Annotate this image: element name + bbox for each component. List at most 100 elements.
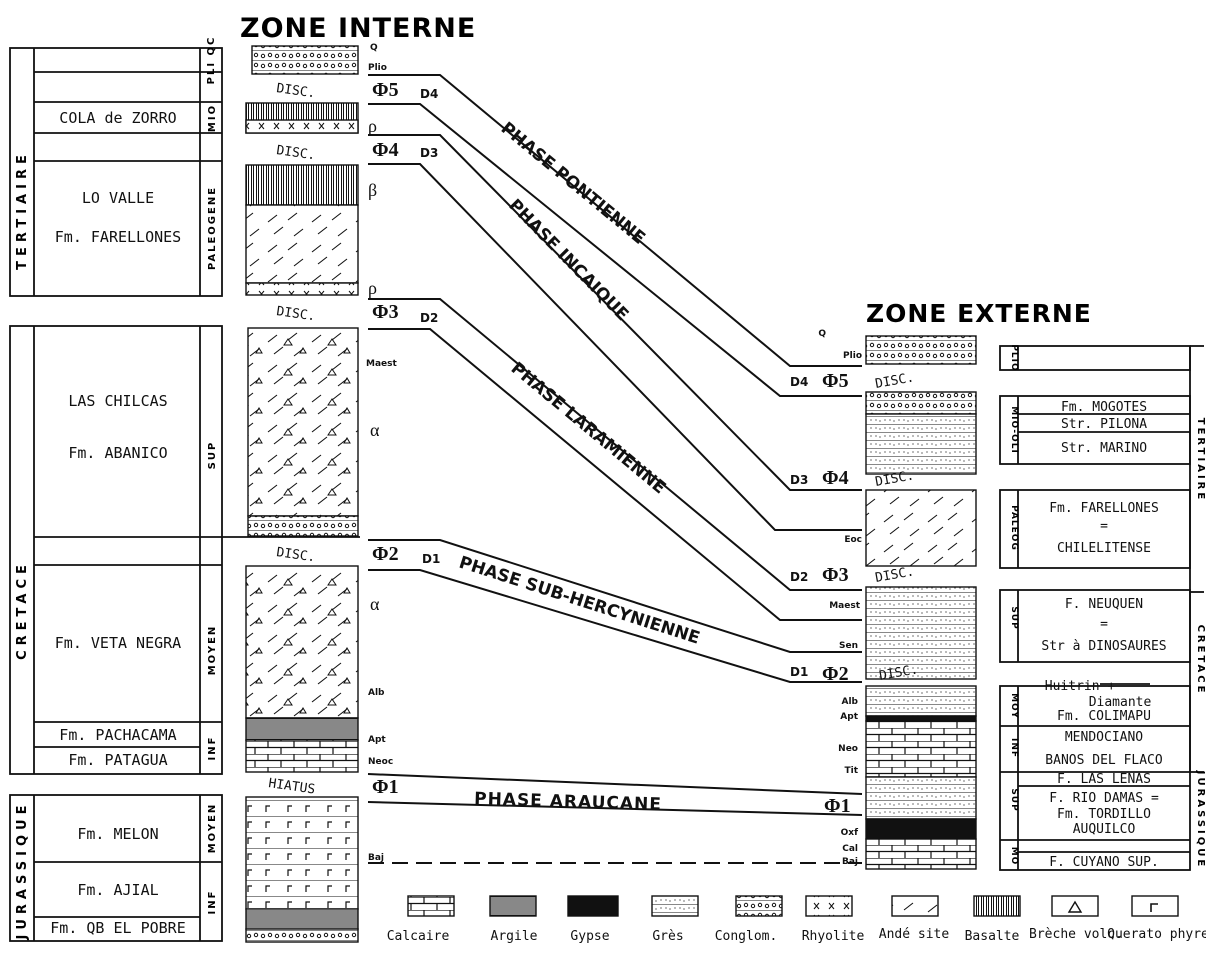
era-jurassique-interne: JURASSIQUE bbox=[15, 801, 30, 941]
disc-label-3: DISC. bbox=[275, 304, 316, 324]
age-q-int: Q bbox=[370, 43, 378, 53]
phi4-int: Φ4 bbox=[372, 139, 399, 161]
title-zone-externe: ZONE EXTERNE bbox=[866, 299, 1092, 328]
title-zone-interne: ZONE INTERNE bbox=[240, 13, 476, 44]
disc-ext-3: DISC. bbox=[874, 564, 915, 586]
fm-pachacama: Fm. PACHACAMA bbox=[59, 726, 176, 744]
chilelitense: CHILELITENSE bbox=[1057, 541, 1151, 556]
f-las-lenas: F. LAS LENAS bbox=[1057, 772, 1151, 787]
disc-ext-1: DISC. bbox=[874, 370, 915, 392]
period-paleogene: PALEOGENE bbox=[207, 186, 218, 270]
period-pli-qc: PLI QC bbox=[206, 36, 217, 85]
legend-basalte: Basalte bbox=[965, 929, 1020, 944]
legend-andesite: Andé site bbox=[879, 927, 950, 942]
phi5-ext: Φ5 bbox=[822, 370, 849, 392]
age-alb-ext: Alb bbox=[842, 697, 859, 707]
symbol-beta: β bbox=[368, 180, 377, 200]
fm-qb-el-pobre: Fm. QB EL POBRE bbox=[50, 919, 185, 937]
phi1-int: Φ1 bbox=[372, 776, 399, 798]
str-dinosaures: Str à DINOSAURES bbox=[1041, 639, 1166, 654]
symbol-alpha-2: α bbox=[370, 594, 380, 614]
diamante: Diamante bbox=[1089, 695, 1152, 710]
d4-int: D4 bbox=[420, 87, 438, 101]
age-plio-ext: Plio bbox=[843, 351, 862, 361]
fm-veta-negra: Fm. VETA NEGRA bbox=[55, 634, 181, 652]
period-plio-ext: PLIO bbox=[1009, 344, 1019, 371]
era-tertiaire-externe: TERTIAIRE bbox=[1195, 418, 1206, 502]
fm-colimapu: Fm. COLIMAPU bbox=[1057, 709, 1151, 724]
era-tertiaire-interne: TERTIAIRE bbox=[15, 150, 30, 270]
fm-abanico: Fm. ABANICO bbox=[68, 444, 167, 462]
fm-tordillo: Fm. TORDILLO bbox=[1057, 807, 1151, 822]
disc-label-4: DISC. bbox=[275, 545, 316, 565]
d1-ext: D1 bbox=[790, 665, 808, 679]
fm-patagua: Fm. PATAGUA bbox=[68, 751, 167, 769]
hiatus-label: HIATUS bbox=[267, 776, 316, 797]
f-rio-damas: F. RIO DAMAS = bbox=[1049, 791, 1159, 806]
period-sup-ext: SUP bbox=[1009, 606, 1019, 629]
period-mo-ext: MO bbox=[1009, 847, 1019, 866]
auquilco: AUQUILCO bbox=[1073, 822, 1136, 837]
d2-ext: D2 bbox=[790, 570, 808, 584]
symbol-rho-1: ρ bbox=[368, 116, 377, 136]
d3-ext: D3 bbox=[790, 473, 808, 487]
period-inf: INF bbox=[207, 736, 218, 761]
age-neoc-int: Neoc bbox=[368, 757, 393, 767]
legend-gypse: Gypse bbox=[570, 929, 609, 944]
age-plio-int: Plio bbox=[368, 63, 387, 73]
d2-int: D2 bbox=[420, 311, 438, 325]
fm-farellones: Fm. FARELLONES bbox=[55, 228, 181, 246]
age-oxf-ext: Oxf bbox=[841, 828, 858, 838]
f-cuyano-sup: F. CUYANO SUP. bbox=[1049, 855, 1159, 870]
phase-laramienne: PHASE LARAMIENNE bbox=[507, 358, 670, 498]
d1-int: D1 bbox=[422, 552, 440, 566]
legend-rhyolite: Rhyolite bbox=[802, 929, 865, 944]
period-mio-oli: MIO-OLI bbox=[1009, 406, 1019, 454]
disc-label-2: DISC. bbox=[275, 143, 316, 163]
age-tit-ext: Tit bbox=[844, 766, 858, 776]
fm-mogotes: Fm. MOGOTES bbox=[1061, 400, 1147, 415]
d4-ext: D4 bbox=[790, 375, 808, 389]
fm-ajial: Fm. AJIAL bbox=[77, 881, 158, 899]
period-sup-jur-ext: SUP bbox=[1009, 788, 1019, 811]
age-maest-int: Maest bbox=[366, 359, 397, 369]
fm-las-chilcas: LAS CHILCAS bbox=[68, 392, 167, 410]
disc-label-1: DISC. bbox=[275, 81, 316, 101]
legend-querato: Querato phyre bbox=[1107, 927, 1206, 942]
equals-2: = bbox=[1100, 617, 1108, 632]
age-baj-ext: Baj bbox=[842, 857, 858, 867]
phi5-int: Φ5 bbox=[372, 79, 399, 101]
age-alb-int: Alb bbox=[368, 688, 385, 698]
era-cretace-interne: CRETACE bbox=[15, 560, 30, 660]
phi3-int: Φ3 bbox=[372, 301, 399, 323]
age-eoc-ext: Eoc bbox=[844, 535, 862, 545]
legend-conglom: Conglom. bbox=[715, 929, 778, 944]
f-neuquen: F. NEUQUEN bbox=[1065, 597, 1143, 612]
equals-1: = bbox=[1100, 519, 1108, 534]
legend-calcaire: Calcaire bbox=[387, 929, 450, 944]
age-baj-int: Baj bbox=[368, 853, 384, 863]
age-apt-ext: Apt bbox=[840, 712, 858, 722]
fm-farellones-ext: Fm. FARELLONES bbox=[1049, 501, 1159, 516]
mendociano: MENDOCIANO bbox=[1065, 730, 1143, 745]
phi1-ext: Φ1 bbox=[824, 795, 851, 817]
period-paleog: PALEOG bbox=[1009, 505, 1019, 551]
phase-sub-hercynienne: PHASE SUB-HERCYNIENNE bbox=[456, 553, 702, 649]
symbol-alpha-1: α bbox=[370, 420, 380, 440]
phase-araucane: PHASE ARAUCANE bbox=[474, 789, 662, 815]
str-pilona: Str. PILONA bbox=[1061, 417, 1147, 432]
age-maest-ext: Maest bbox=[829, 601, 860, 611]
period-moyen-jur: MOYEN bbox=[207, 803, 218, 854]
fm-melon: Fm. MELON bbox=[77, 825, 158, 843]
fm-cola-de-zorro: COLA de ZORRO bbox=[59, 109, 176, 127]
age-neo-ext: Neo bbox=[838, 744, 858, 754]
phi2-ext: Φ2 bbox=[822, 663, 849, 685]
legend bbox=[408, 896, 1178, 916]
period-sup: SUP bbox=[207, 441, 218, 470]
banos-del-flaco: BANOS DEL FLACO bbox=[1045, 753, 1163, 768]
phi2-int: Φ2 bbox=[372, 543, 399, 565]
legend-argile: Argile bbox=[491, 929, 538, 944]
fm-lo-valle: LO VALLE bbox=[82, 189, 154, 207]
period-moyen: MOYEN bbox=[207, 625, 218, 676]
